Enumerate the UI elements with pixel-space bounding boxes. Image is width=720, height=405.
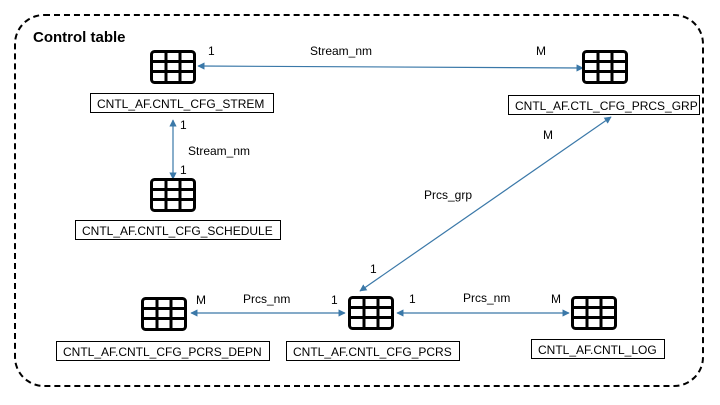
table-label-prcs-grp: CNTL_AF.CTL_CFG_PRCS_GRP — [508, 95, 700, 115]
cardinality-label: 1 — [409, 292, 416, 306]
cardinality-label: M — [543, 128, 553, 142]
table-icon — [582, 50, 628, 84]
cardinality-label: 1 — [180, 118, 187, 132]
table-label-pcrs-depn: CNTL_AF.CNTL_CFG_PCRS_DEPN — [56, 341, 270, 361]
table-label-schedule: CNTL_AF.CNTL_CFG_SCHEDULE — [75, 220, 281, 240]
relation-label: Prcs_grp — [424, 188, 473, 202]
table-icon — [571, 296, 617, 330]
cardinality-label: 1 — [180, 163, 187, 177]
table-label-strem: CNTL_AF.CNTL_CFG_STREM — [90, 93, 274, 113]
cardinality-label: M — [551, 292, 561, 306]
table-icon — [150, 178, 196, 212]
cardinality-label: M — [196, 293, 206, 307]
relation-label: Prcs_nm — [243, 292, 291, 306]
table-icon — [348, 296, 394, 330]
cardinality-label: M — [536, 44, 546, 58]
cardinality-label: 1 — [370, 262, 377, 276]
cardinality-label: 1 — [331, 293, 338, 307]
table-icon — [141, 297, 187, 331]
table-icon — [150, 50, 196, 84]
control-table-boundary — [14, 14, 704, 387]
relation-label: Stream_nm — [188, 144, 251, 158]
connector-prcs-grp-pcrs — [359, 116, 612, 292]
relation-label: Stream_nm — [310, 44, 373, 58]
cardinality-label: 1 — [208, 44, 215, 58]
connector-strem-prcs-grp — [197, 62, 584, 72]
diagram-title: Control table — [33, 29, 126, 46]
table-label-pcrs: CNTL_AF.CNTL_CFG_PCRS — [286, 341, 460, 361]
relation-label: Prcs_nm — [463, 291, 511, 305]
table-label-log: CNTL_AF.CNTL_LOG — [531, 339, 665, 359]
